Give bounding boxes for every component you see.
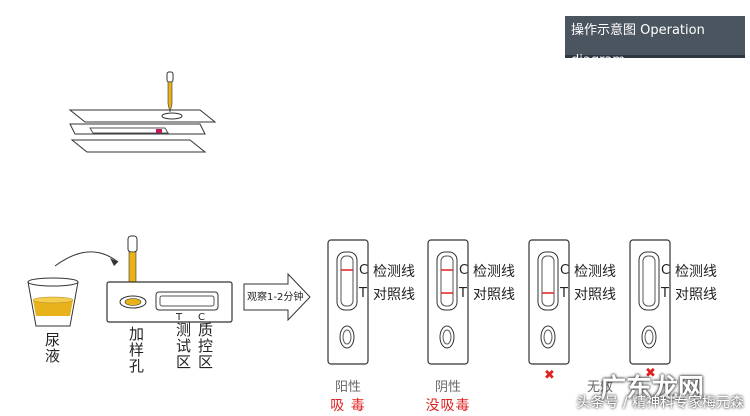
t-letter: T — [359, 286, 367, 301]
sample-well-label: 加样孔 — [127, 326, 145, 374]
result-verdict: 没吸毒 — [425, 398, 471, 414]
control-line-label: 对照线 — [473, 287, 515, 303]
watermark-logo: 广东龙网 — [600, 374, 705, 404]
urine-cup — [27, 277, 79, 327]
detection-line-label: 检测线 — [473, 264, 515, 280]
result-category: 阳性 — [334, 380, 361, 395]
c-letter: C — [359, 263, 369, 278]
test-zone-label: 测试区 — [174, 322, 192, 370]
header-banner: 操作示意图 Operation diagram — [565, 16, 745, 68]
result-category: 阴性 — [434, 380, 461, 395]
watermark-text: 头条号 / 精神科专家梅元森 — [576, 395, 744, 411]
detection-line-label: 检测线 — [574, 264, 616, 280]
t-letter: T — [661, 286, 669, 301]
result-cassette-negative — [427, 239, 469, 365]
result-verdict: 吸 毒 — [330, 398, 366, 414]
c-letter: C — [459, 263, 469, 278]
top-strip-illustration — [68, 71, 217, 153]
result-category: 无效 — [586, 380, 613, 395]
urine-label: 尿液 — [43, 332, 61, 364]
invalid-x-icon: ✖ — [645, 366, 656, 381]
control-line-label: 对照线 — [373, 287, 415, 303]
c-letter: C — [661, 263, 671, 278]
cassette-c-letter: C — [198, 312, 205, 323]
observe-label: 观察1-2分钟 — [247, 292, 304, 303]
detection-line-label: 检测线 — [675, 264, 717, 280]
test-cassette — [106, 281, 233, 323]
control-line-label: 对照线 — [574, 287, 616, 303]
page-title: 操作示意图 Operation diagram — [571, 23, 705, 68]
result-cassette-positive — [327, 239, 369, 365]
pour-arrow — [54, 251, 119, 267]
result-cassette-invalid-1 — [528, 239, 570, 365]
cassette-t-letter: T — [176, 312, 183, 323]
control-line-label: 对照线 — [675, 287, 717, 303]
observe-arrow — [243, 272, 311, 322]
t-letter: T — [560, 286, 568, 301]
result-cassette-invalid-2 — [629, 239, 671, 365]
invalid-x-icon: ✖ — [544, 368, 555, 383]
c-letter: C — [560, 263, 570, 278]
control-zone-label: 质控区 — [196, 322, 214, 370]
detection-line-label: 检测线 — [373, 264, 415, 280]
t-letter: T — [459, 286, 467, 301]
